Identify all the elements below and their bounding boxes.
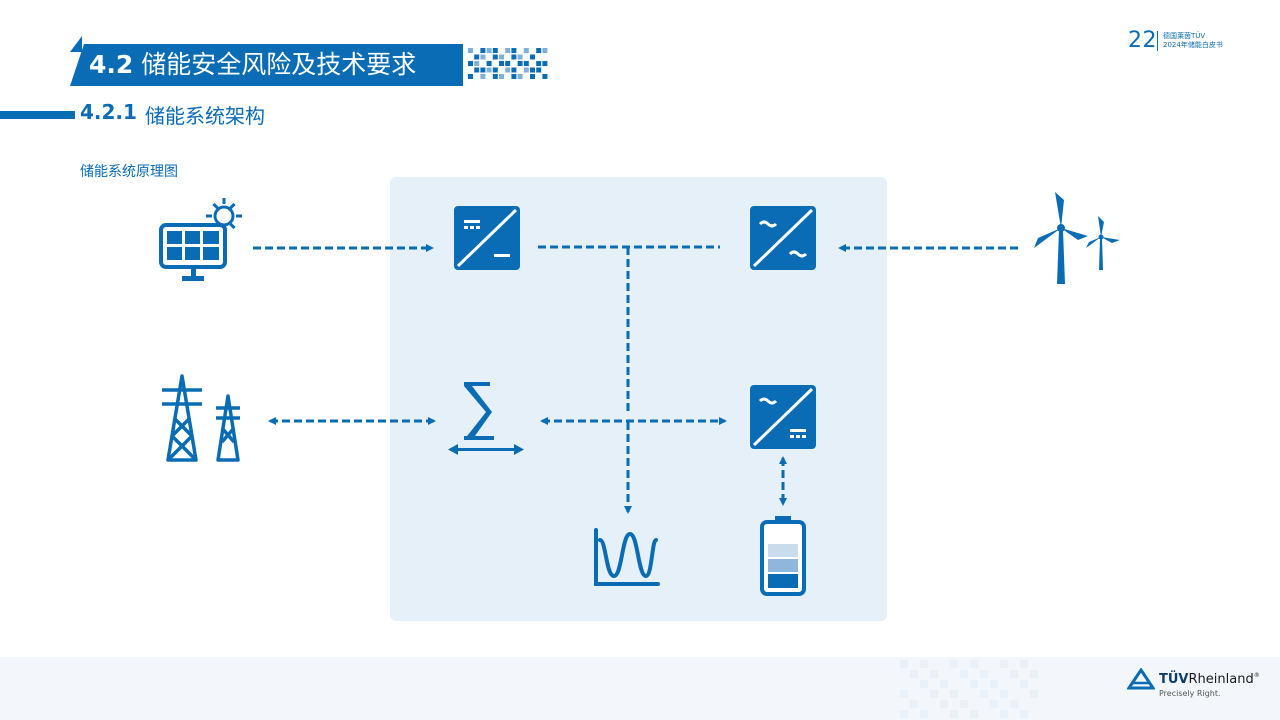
subsection-number: 4.2.1: [80, 100, 137, 124]
solar-panel-icon: [159, 198, 242, 281]
wind-turbine-icon: [1034, 192, 1120, 284]
document-name-line2: 2024年储能白皮书: [1163, 41, 1223, 49]
section-title-text: 储能安全风险及技术要求: [141, 50, 417, 79]
tuv-rheinland-logo: TÜVRheinland®: [1159, 672, 1260, 687]
page-number: 22: [1128, 28, 1157, 53]
footer-band: [0, 657, 1280, 720]
section-title: 4.2 储能安全风险及技术要求: [89, 49, 416, 81]
section-number: 4.2: [89, 50, 134, 79]
load-curve-icon: [594, 528, 660, 586]
pv-inverter-icon: [454, 206, 520, 270]
battery-converter-icon: [750, 385, 816, 449]
page-number-divider: [1157, 31, 1158, 51]
wind-converter-icon: [750, 206, 816, 270]
tuv-triangle-logo-icon: [1127, 668, 1155, 690]
logo-brand-bold: TÜV: [1159, 672, 1189, 687]
battery-icon: [760, 516, 806, 596]
diagram-label: 储能系统原理图: [80, 164, 178, 180]
title-band-corner: [70, 36, 82, 52]
document-name-line1: 德国莱茵TÜV: [1163, 32, 1206, 40]
power-grid-icon: [162, 374, 240, 462]
section-title-band: [70, 44, 463, 86]
switchgear-icon: [448, 382, 524, 455]
subsection-bar: [0, 111, 75, 119]
logo-tagline: Precisely Right.: [1159, 689, 1221, 698]
subsection-title: 储能系统架构: [145, 104, 265, 128]
pixel-pattern-decoration: [468, 48, 548, 79]
logo-brand-rest: Rheinland: [1188, 672, 1254, 687]
footer-pixel-decoration: [900, 660, 1038, 718]
logo-registered-mark: ®: [1253, 672, 1260, 679]
